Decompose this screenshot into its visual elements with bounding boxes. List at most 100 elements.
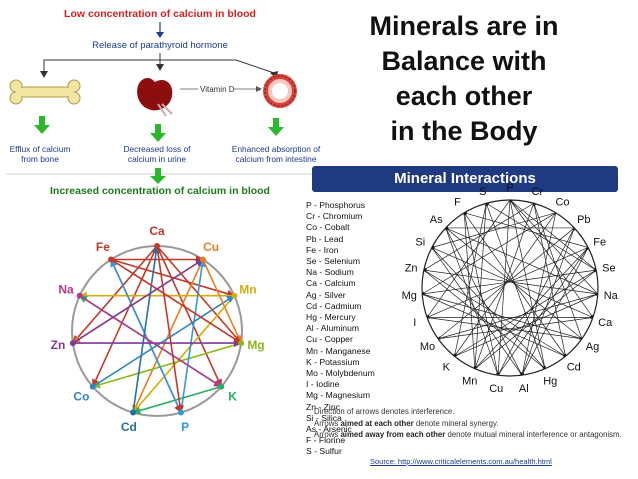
interaction-link [445,227,598,295]
source-link[interactable]: Source: http://www.criticalelements.com.… [370,457,552,466]
wheel-node-dot [89,383,96,390]
title-line-4: in the Body [390,116,538,146]
wheel-link [110,258,182,413]
wheel-node-label: Ca [149,224,165,238]
interactions-ring [421,199,599,377]
legend-item: Se - Selenium [306,256,360,267]
legend-item: Mg - Magnesium [306,390,370,401]
interaction-node-label: I [413,317,416,329]
wheel-node-dot [231,292,238,299]
legend-item: Pb - Lead [306,233,344,244]
interaction-link [463,212,477,369]
wheel-link [91,342,242,389]
interaction-node-label: Cr [531,186,543,198]
wheel-node-label: P [181,420,189,434]
wheel-link [202,259,242,344]
legend-item: I - Iodine [306,379,340,390]
interaction-link [422,293,566,357]
interaction-link [453,203,487,357]
wheel-link [92,295,235,388]
note-line-1: Direction of arrows denotes interference… [314,407,455,416]
wheel-node-dot [76,292,83,299]
effect-intestine-line-2: calcium from intestine [236,154,317,164]
interaction-link [509,199,599,295]
interaction-node-label: Cu [489,383,503,395]
legend-item: Ag - Silver [306,289,346,300]
low-calcium-label: Low concentration of calcium in blood [64,8,256,20]
legend-item: Mn - Manganese [306,345,371,356]
interaction-link [437,293,598,340]
wheel-link [132,295,235,414]
legend-item: Ca - Calcium [306,278,356,289]
title-line-2: Balance with [381,46,547,76]
vitamin-d-label: Vitamin D [200,85,235,94]
interaction-node-label: K [443,361,451,373]
interaction-link [497,247,589,376]
legend-item: S - Sulfur [306,446,342,457]
interaction-link [509,199,597,271]
kidney-icon [137,78,173,117]
wheel-node-label: Cd [121,420,137,434]
interaction-link [486,202,597,271]
interaction-link [431,247,546,369]
interaction-node-label: Fe [593,237,606,249]
effect-kidney-line-2: calcium in urine [128,154,187,164]
intestine-icon [263,74,297,108]
legend-item: Cd - Cadmium [306,300,362,311]
legend-item: Cu - Copper [306,334,353,345]
interaction-node-label: Co [555,197,569,209]
interactions-links [421,199,599,376]
legend-item: K - Potassium [306,356,360,367]
interactions-header-text: Mineral Interactions [394,170,536,187]
branch-arrow-bone [43,53,161,73]
interaction-node-label: Si [415,237,425,249]
interaction-node-label: Mn [462,376,477,388]
wheel-node-dot [177,409,184,416]
legend-item: Cr - Chromium [306,211,363,222]
interaction-node-label: Na [604,290,619,302]
green-arrow-intestine [268,118,284,136]
interaction-link [445,227,499,376]
interaction-link [438,316,594,340]
wheel-link [79,295,222,388]
wheel-node-label: Zn [51,338,66,352]
vitamin-d-arrow-head [256,86,262,92]
legend-item: P - Phosphorus [306,200,366,210]
legend-item: F - Florine [306,435,346,446]
wheel-node-dot [154,243,160,249]
wheel-node-label: Mg [247,338,264,352]
arrow-head-hormone [156,32,164,38]
interaction-node-label: Hg [543,376,557,388]
interaction-node-label: F [454,197,461,209]
interaction-node-label: Se [602,262,615,274]
legend-item: Mo - Molybdenum [306,368,375,379]
interaction-node-label: S [479,186,486,198]
legend-item: Na - Sodium [306,267,354,278]
wheel-node-dot [199,256,206,263]
legend-item: Co - Cobalt [306,222,350,233]
wheel-link [132,245,160,413]
effect-intestine-line-1: Enhanced absorption of [232,144,321,154]
effect-kidney-line-1: Decreased loss of [123,144,191,154]
green-arrow-bone [34,116,50,134]
wheel-link [132,385,222,415]
arrow-head-kidney [156,64,164,71]
effect-bone-line-1: Efflux of calcium [10,144,71,154]
wheel-ring [71,245,243,417]
wheel-link [180,258,206,413]
green-arrow-kidney [150,124,166,142]
wheel-node-label: Co [73,389,89,403]
interaction-link [431,247,523,376]
legend-item: Hg - Mercury [306,312,356,323]
interaction-link [463,212,499,376]
interaction-node-label: Mo [420,341,435,353]
wheel-node-dot [130,409,137,416]
green-arrow-result [150,168,166,184]
bone-icon [9,79,81,105]
interaction-link [445,227,523,376]
title-line-1: Minerals are in [369,11,559,41]
interaction-link [454,293,599,357]
